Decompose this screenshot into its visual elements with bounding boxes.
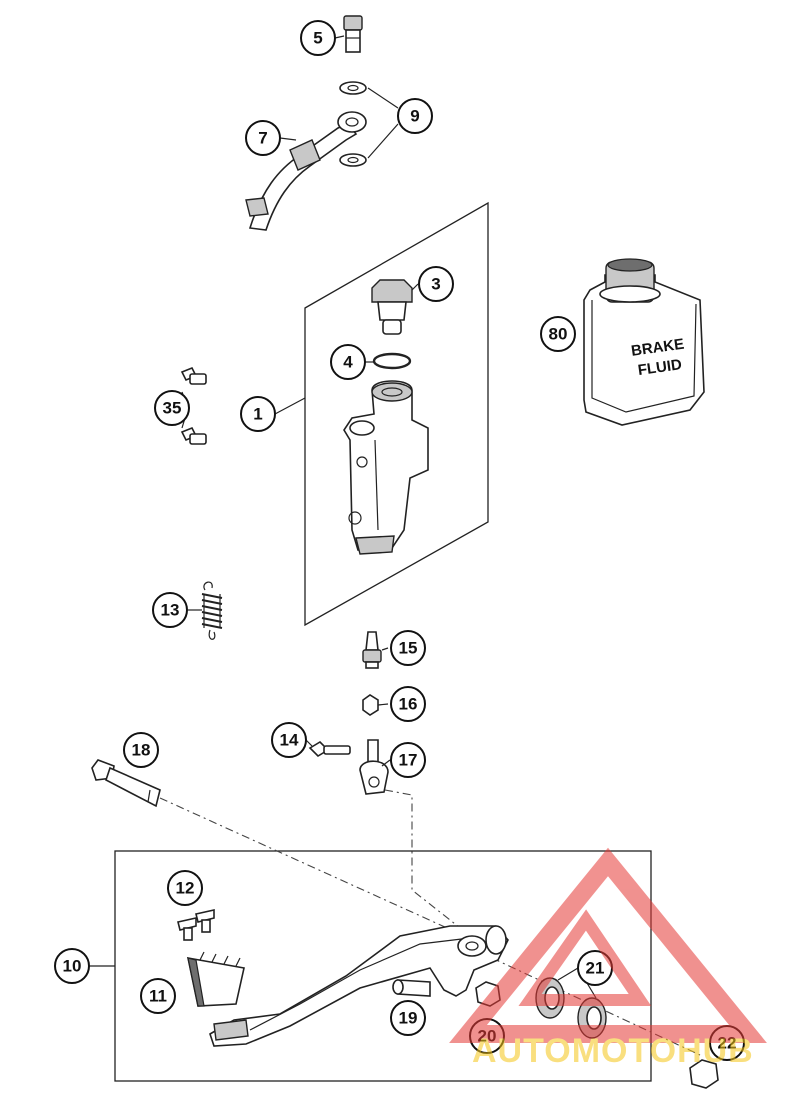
svg-text:18: 18	[132, 741, 151, 760]
callout-35: 35	[154, 390, 190, 426]
master-cylinder	[343, 380, 429, 555]
callout-10: 10	[54, 948, 90, 984]
svg-text:13: 13	[161, 601, 180, 620]
return-spring	[201, 581, 223, 640]
leader-lines	[89, 35, 597, 999]
svg-text:7: 7	[258, 129, 267, 148]
callout-12: 12	[167, 870, 203, 906]
banjo-bolt	[343, 15, 363, 53]
callout-13: 13	[152, 592, 188, 628]
callout-15: 15	[390, 630, 426, 666]
mounting-bolts	[180, 366, 207, 445]
pivot-bolt	[91, 759, 161, 808]
svg-text:1: 1	[253, 405, 262, 424]
clevis-bolt	[308, 740, 351, 758]
bushing	[392, 979, 431, 997]
callout-80: 80	[540, 316, 576, 352]
callout-1: 1	[240, 396, 276, 432]
reservoir-fitting	[371, 279, 413, 335]
brake-fluid-can: BRAKE FLUID	[583, 258, 705, 426]
callout-17: 17	[390, 742, 426, 778]
callout-21: 21	[577, 950, 613, 986]
callout-18: 18	[123, 732, 159, 768]
watermark-text: AUTOMOTOHUB	[472, 1032, 754, 1070]
can-label-line2: FLUID	[637, 356, 683, 379]
push-rod	[362, 631, 382, 669]
washers	[339, 81, 367, 167]
clevis	[359, 739, 389, 795]
svg-text:4: 4	[343, 353, 353, 372]
step-screws	[177, 909, 215, 941]
callout-11: 11	[140, 978, 176, 1014]
master-cylinder-frame	[304, 201, 489, 627]
callout-19: 19	[390, 1000, 426, 1036]
svg-text:19: 19	[399, 1009, 418, 1028]
callout-5: 5	[300, 20, 336, 56]
brake-pedal	[209, 925, 509, 1047]
watermark-logo-icon	[449, 847, 767, 1043]
svg-text:10: 10	[63, 957, 82, 976]
callout-3: 3	[418, 266, 454, 302]
svg-text:3: 3	[431, 275, 440, 294]
svg-text:12: 12	[176, 879, 195, 898]
svg-text:9: 9	[410, 107, 419, 126]
nut	[362, 694, 379, 716]
svg-text:11: 11	[149, 987, 167, 1006]
callout-16: 16	[390, 686, 426, 722]
svg-text:5: 5	[313, 29, 322, 48]
brake-hose	[245, 111, 367, 231]
svg-text:14: 14	[280, 731, 299, 750]
callout-7: 7	[245, 120, 281, 156]
svg-text:35: 35	[163, 399, 182, 418]
svg-text:21: 21	[586, 959, 605, 978]
svg-text:15: 15	[399, 639, 418, 658]
collar-nut	[689, 1059, 719, 1089]
pedal-step	[186, 951, 245, 1007]
svg-text:17: 17	[399, 751, 418, 770]
callout-14: 14	[271, 722, 307, 758]
callout-4: 4	[330, 344, 366, 380]
svg-text:16: 16	[399, 695, 418, 714]
o-ring	[372, 352, 412, 370]
callout-9: 9	[397, 98, 433, 134]
watermark: AUTOMOTOHUB	[449, 847, 767, 1070]
assembly-lines	[159, 789, 701, 1056]
svg-text:80: 80	[549, 325, 568, 344]
